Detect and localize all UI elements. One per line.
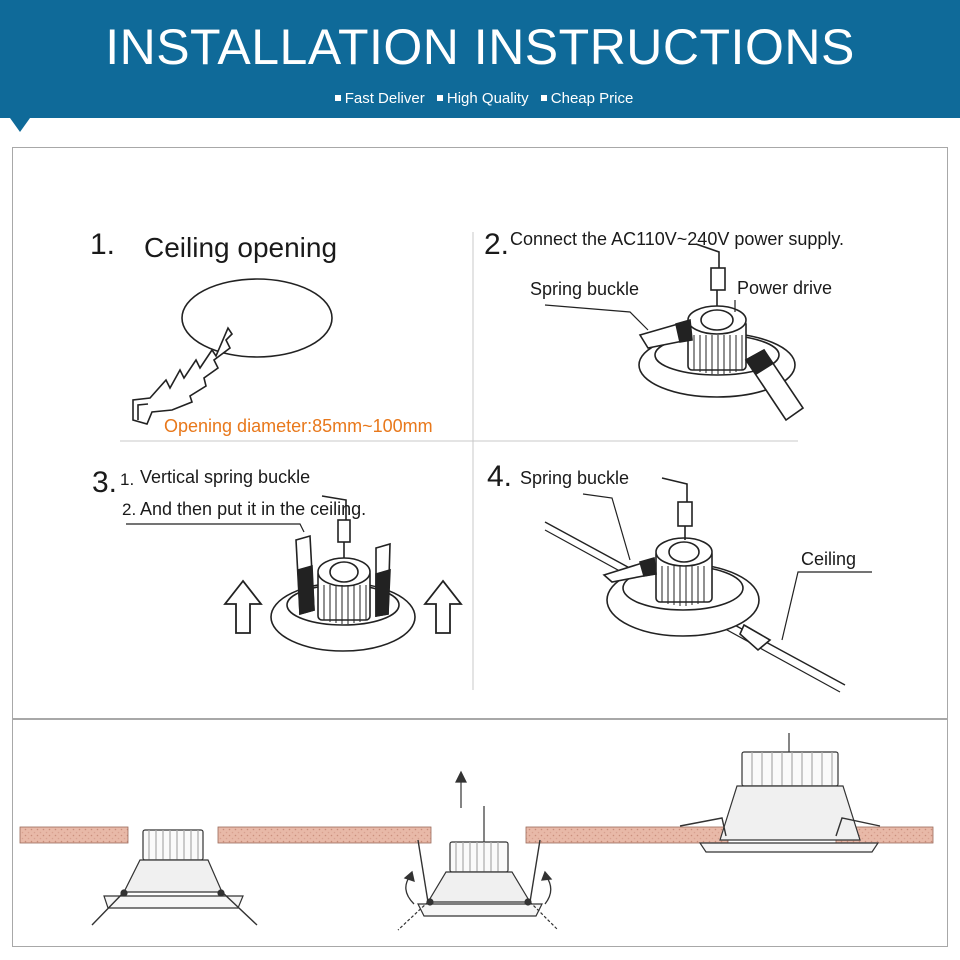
bullet-icon xyxy=(540,95,547,102)
feature-item: Fast Deliver xyxy=(344,90,425,107)
saw-icon xyxy=(132,326,234,425)
arrow-up-icon xyxy=(223,579,263,634)
step2-title: Connect the AC110V~240V power supply. xyxy=(510,229,845,249)
feature-list: Fast Deliver High Quality Cheap Price xyxy=(0,90,960,107)
downlight-installed xyxy=(679,733,881,853)
spring-buckle-label: Spring buckle xyxy=(530,279,640,299)
steps-panel xyxy=(12,147,948,719)
rotate-arrow-icon xyxy=(403,870,415,905)
spring-buckle-label: Spring buckle xyxy=(520,468,630,488)
arrow-up-icon xyxy=(423,579,463,634)
page-title: INSTALLATION INSTRUCTIONS xyxy=(105,19,855,75)
header-notch xyxy=(10,118,30,132)
downlight-being-inserted xyxy=(397,806,559,931)
arrow-up-icon xyxy=(455,770,467,808)
installation-sequence-panel xyxy=(12,719,948,947)
header-banner: INSTALLATION INSTRUCTIONS Fast Deliver H… xyxy=(0,0,960,118)
step3-sub2-number: 2. xyxy=(122,500,137,519)
put-in-ceiling-text: And then put it in the ceiling. xyxy=(140,499,367,519)
step3-number: 3. xyxy=(92,466,118,499)
step3-sub1-number: 1. xyxy=(120,470,135,489)
step4-number: 4. xyxy=(487,460,513,493)
feature-item: High Quality xyxy=(446,90,529,107)
power-drive-label: Power drive xyxy=(737,278,833,298)
ceiling-installed-drawing xyxy=(544,477,872,693)
rotate-arrow-icon xyxy=(541,870,553,905)
downlight-before-insertion xyxy=(91,829,258,926)
downlight-wiring-drawing xyxy=(544,243,805,422)
ceiling-label: Ceiling xyxy=(801,549,857,569)
bullet-icon xyxy=(334,95,341,102)
vertical-buckle-drawing xyxy=(126,495,416,652)
ceiling-opening-drawing xyxy=(181,278,333,358)
step2-number: 2. xyxy=(484,228,510,261)
feature-item: Cheap Price xyxy=(550,90,634,107)
step1-number: 1. xyxy=(90,228,116,261)
step1-title: Ceiling opening xyxy=(144,232,338,263)
opening-diameter-note: Opening diameter:85mm~100mm xyxy=(164,416,433,436)
vertical-spring-buckle-text: Vertical spring buckle xyxy=(140,467,311,487)
bullet-icon xyxy=(436,95,443,102)
